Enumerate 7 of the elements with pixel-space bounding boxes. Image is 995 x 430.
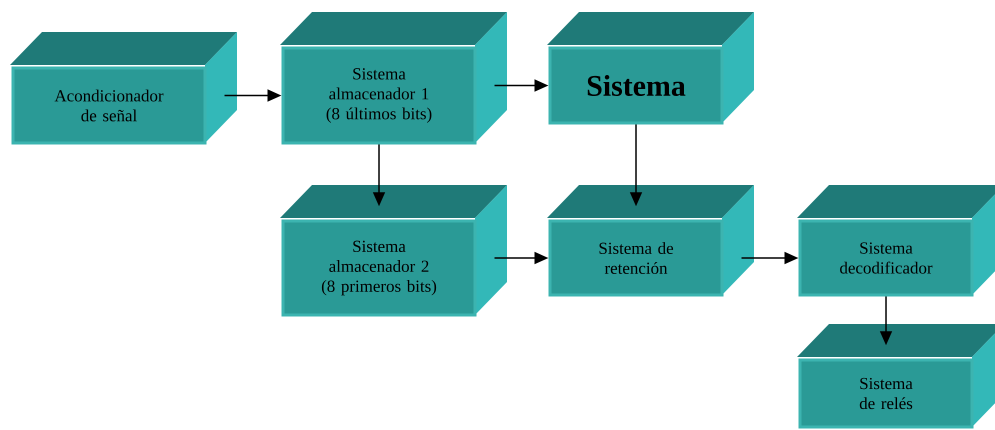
block-box: Sistema	[547, 12, 754, 124]
block-box: Sistema almacenador 1 (8 últimos bits)	[280, 12, 507, 144]
block-box: Sistema de relés	[797, 324, 995, 428]
block-box: Sistema decodificador	[797, 185, 995, 296]
block-box: Sistema almacenador 2 (8 primeros bits)	[280, 185, 507, 316]
block-box: Acondicionador de señal	[10, 32, 237, 144]
block-box: Sistema de retención	[547, 185, 754, 296]
